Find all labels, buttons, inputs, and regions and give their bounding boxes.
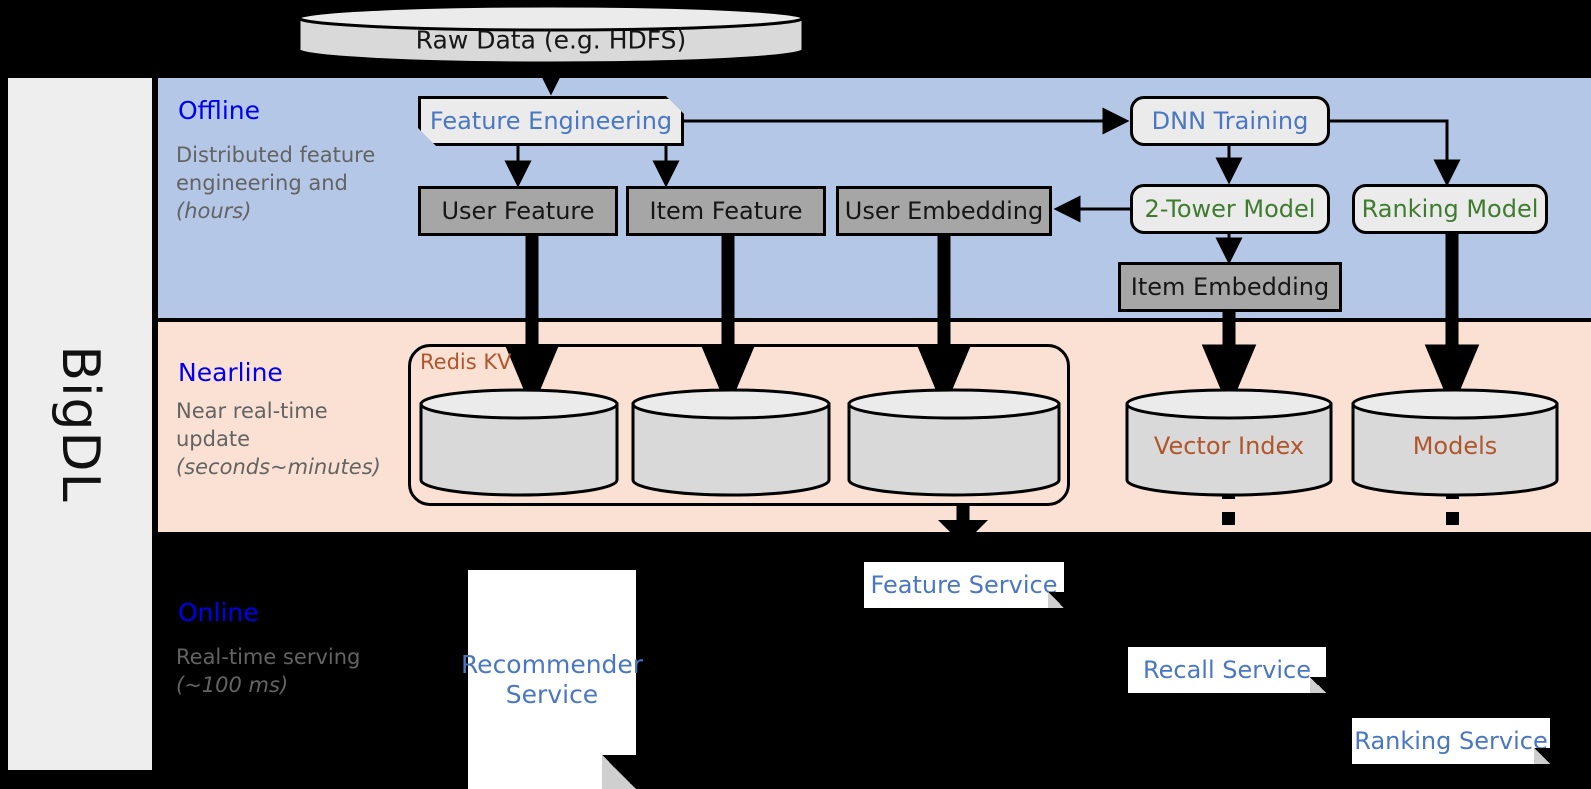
nearline-subtitle-text: Near real-time update: [176, 399, 328, 451]
two-tower-model-label: 2-Tower Model: [1144, 195, 1316, 223]
ranking-model-node[interactable]: Ranking Model: [1352, 184, 1548, 234]
kv-store-cylinder-user-feature[interactable]: [418, 388, 620, 498]
ranking-service-label: Ranking Service: [1354, 726, 1548, 755]
offline-subtitle-text: Distributed feature engineering and: [176, 143, 376, 195]
dnn-training-label: DNN Training: [1151, 107, 1309, 135]
kv-store-cylinder-item-feature[interactable]: [630, 388, 832, 498]
user-feature-label: User Feature: [441, 197, 595, 225]
feature-service-label: Feature Service: [870, 570, 1058, 599]
user-embedding-label: User Embedding: [844, 197, 1044, 225]
online-band-subtitle: Real-time serving (~100 ms): [176, 644, 376, 700]
vector-index-cylinder[interactable]: Vector Index: [1124, 388, 1334, 498]
online-subtitle-text: Real-time serving: [176, 645, 361, 669]
recommender-service-label: Recommender Service: [460, 649, 644, 709]
user-feature-store[interactable]: User Feature: [418, 186, 618, 236]
nearline-band-title: Nearline: [178, 358, 283, 387]
feature-engineering-label: Feature Engineering: [429, 107, 673, 135]
offline-band-subtitle: Distributed feature engineering and (hou…: [176, 142, 376, 226]
bigdl-label: BigDL: [50, 345, 110, 503]
ranking-model-label: Ranking Model: [1361, 195, 1539, 223]
raw-data-cylinder: Raw Data (e.g. HDFS): [296, 4, 806, 64]
online-band-title: Online: [178, 598, 259, 627]
nearline-band-subtitle: Near real-time update (seconds~minutes): [176, 398, 381, 482]
nearline-subtitle-emphasis: (seconds~minutes): [176, 454, 381, 479]
offline-band-title: Offline: [178, 96, 261, 125]
kv-store-cylinder-user-embedding[interactable]: [846, 388, 1062, 498]
feature-service-node[interactable]: Feature Service: [864, 562, 1064, 608]
dnn-training-node[interactable]: DNN Training: [1130, 96, 1330, 146]
redis-kv-label: Redis KV: [420, 350, 512, 374]
feature-engineering-node[interactable]: Feature Engineering: [418, 96, 684, 146]
bigdl-framework-rail: BigDL: [8, 78, 152, 770]
recall-service-node[interactable]: Recall Service: [1128, 647, 1326, 693]
recall-service-label: Recall Service: [1143, 655, 1311, 684]
redis-kv-container: [408, 344, 1070, 506]
item-feature-store[interactable]: Item Feature: [626, 186, 826, 236]
item-embedding-label: Item Embedding: [1130, 273, 1330, 301]
user-embedding-store[interactable]: User Embedding: [836, 186, 1052, 236]
online-subtitle-emphasis: (~100 ms): [176, 672, 289, 697]
models-cylinder[interactable]: Models: [1350, 388, 1560, 498]
recommender-service-node[interactable]: Recommender Service: [461, 570, 643, 789]
item-embedding-store[interactable]: Item Embedding: [1118, 262, 1342, 312]
item-feature-label: Item Feature: [649, 197, 803, 225]
ranking-service-node[interactable]: Ranking Service: [1352, 718, 1550, 764]
two-tower-model-node[interactable]: 2-Tower Model: [1130, 184, 1330, 234]
offline-subtitle-emphasis: (hours): [176, 198, 252, 223]
